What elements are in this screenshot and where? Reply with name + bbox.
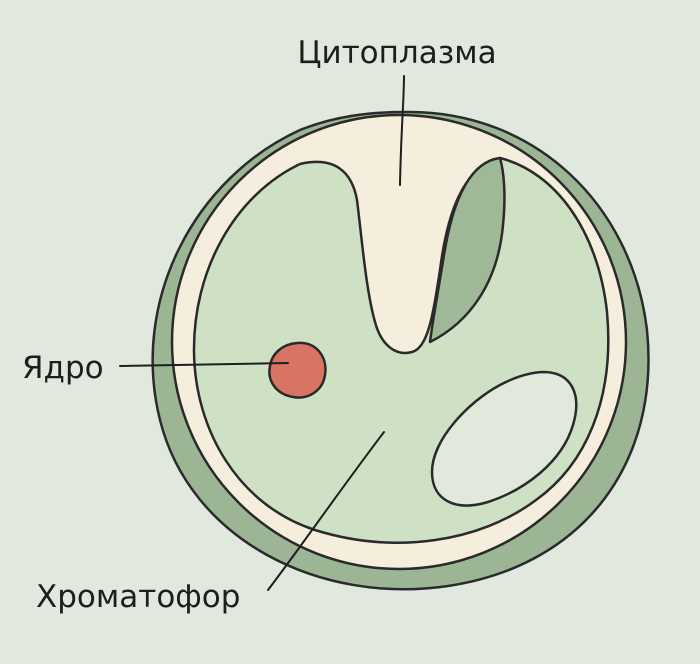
nucleus — [268, 341, 327, 399]
chromatophore-dark-lobe — [428, 156, 506, 344]
vacuole — [430, 370, 578, 507]
cytoplasm-leader-line — [399, 75, 405, 186]
chromatophore-label: Хроматофор — [36, 579, 240, 615]
nucleus-leader-line — [119, 362, 289, 367]
chromatophore-leader-line — [267, 431, 385, 591]
nucleus-label: Ядро — [22, 350, 104, 386]
cytoplasm-label: Цитоплазма — [297, 35, 496, 71]
